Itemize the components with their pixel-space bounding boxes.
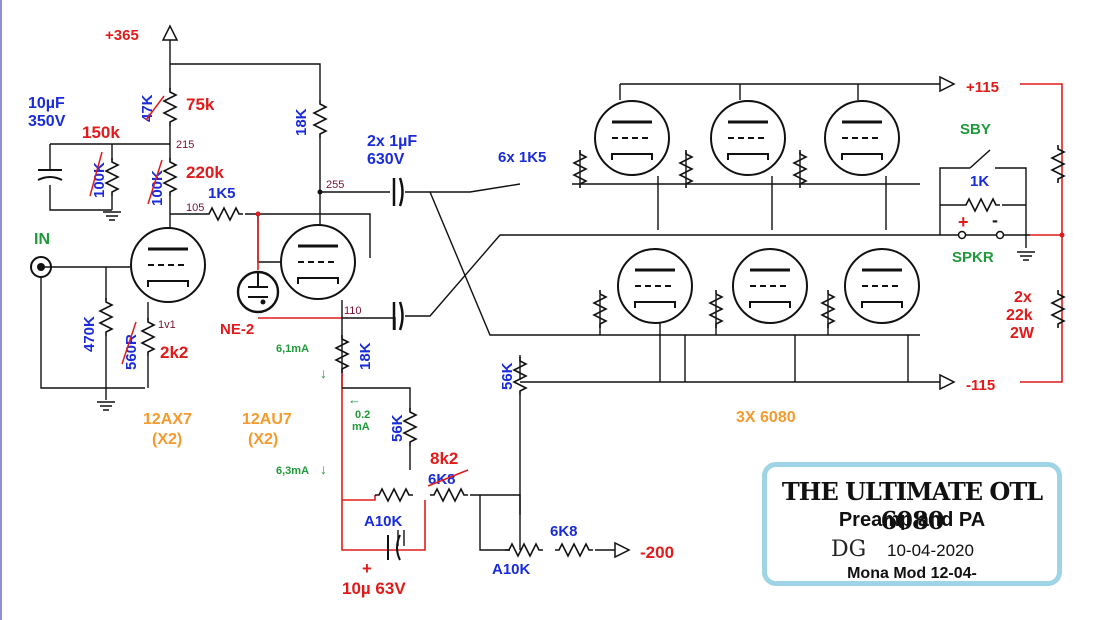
- plate-resistor-12au7: [313, 99, 327, 228]
- current-63-label: 6,3mA: [276, 465, 309, 477]
- pot-a10k-2-label: A10K: [492, 561, 531, 578]
- title-text: THE ULTIMATE OTL 6080: [781, 477, 1043, 535]
- arrow-02: ←: [348, 392, 361, 407]
- r-2k2-label: 2k2: [160, 343, 188, 362]
- r-18k-top-label: 18K: [293, 108, 310, 136]
- subtitle-text: Preamp and PA: [838, 509, 986, 531]
- tube-12ax7-qty-label: (X2): [152, 431, 182, 448]
- r-220k-label: 220k: [186, 163, 224, 182]
- plus-sign-cap: +: [362, 559, 372, 578]
- r-2x-label: 2x: [1014, 289, 1032, 306]
- coupling-caps-label: 2x 1µF: [367, 133, 417, 150]
- cap-voltage-label: 350V: [28, 113, 66, 130]
- node-1v1-label: 1v1: [158, 319, 176, 331]
- pot-a10k-1-label: A10K: [364, 513, 403, 530]
- supply-365-label: +365: [105, 27, 139, 44]
- supply-pos115-label: +115: [966, 79, 999, 96]
- tube-12ax7-label: 12AX7: [143, 411, 192, 428]
- current-02b-label: mA: [352, 421, 370, 433]
- r-560r-old-label: 560R: [123, 334, 140, 370]
- r-100k-old-a-label: 100K: [91, 162, 108, 198]
- arrow-63: ↓: [320, 461, 327, 477]
- r-47k-old-label: 47K: [139, 94, 156, 122]
- r-100k-old-b-label: 100K: [149, 170, 166, 206]
- spkr-label: SPKR: [952, 249, 994, 266]
- spkr-plus-label: +: [958, 212, 969, 232]
- coupling-caps: [392, 177, 1030, 336]
- tube-12au7: [255, 211, 396, 388]
- r-1k-sby-label: 1K: [970, 173, 989, 190]
- tube-12au7-qty-label: (X2): [248, 431, 278, 448]
- date-text: 10-04-2020: [887, 541, 974, 560]
- coupling-voltage-label: 630V: [367, 151, 405, 168]
- r-75k-label: 75k: [186, 95, 215, 114]
- node-255-label: 255: [326, 179, 344, 191]
- grid-resistors-label: 6x 1K5: [498, 149, 546, 166]
- r-6k8-label: 6K8: [550, 523, 578, 540]
- speaker-output: [939, 83, 1065, 383]
- node-110-label: 110: [344, 305, 362, 317]
- initials-text: DG: [831, 537, 867, 562]
- r-8k2-label: 8k2: [430, 449, 458, 468]
- r-470k-label: 470K: [81, 316, 98, 352]
- r-150k-label: 150k: [82, 123, 120, 142]
- input-label: IN: [34, 231, 50, 248]
- mod-text: Mona Mod 12-04-: [847, 565, 977, 582]
- sby-label: SBY: [960, 121, 991, 138]
- r-56k-a-label: 56K: [389, 414, 406, 442]
- spkr-minus-label: -: [992, 210, 998, 230]
- r-6k8-old-label: 6K8: [428, 471, 456, 488]
- interstage-wiring: [170, 189, 390, 258]
- output-tubes-label: 3X 6080: [736, 409, 796, 426]
- current-02a-label: 0.2: [355, 409, 370, 421]
- cap-10u-label: 10µ 63V: [342, 579, 406, 598]
- output-stage: [520, 75, 956, 391]
- arrow-61: ↓: [320, 365, 327, 381]
- node-105-label: 105: [186, 202, 204, 214]
- r-18k-mid-label: 18K: [357, 342, 374, 370]
- current-61-label: 6,1mA: [276, 343, 309, 355]
- bias-network: [335, 334, 631, 561]
- title-box: THE ULTIMATE OTL 6080 Preamp and PA DG 1…: [762, 462, 1062, 586]
- ne2-neon-lamp: [236, 270, 280, 314]
- supply-neg200-label: -200: [640, 543, 674, 562]
- tube-12au7-label: 12AU7: [242, 411, 292, 428]
- tube-12ax7: [30, 226, 207, 411]
- supply-neg115-label: -115: [966, 377, 995, 394]
- node-215-label: 215: [176, 139, 194, 151]
- ne2-label: NE-2: [220, 321, 254, 338]
- r-56k-b-label: 56K: [499, 362, 516, 390]
- r-2w-label: 2W: [1010, 325, 1035, 342]
- r-22k-label: 22k: [1006, 307, 1033, 324]
- r-1k5-label: 1K5: [208, 185, 236, 202]
- supply-rail-365: [37, 24, 321, 228]
- cap-value-label: 10µF: [28, 95, 65, 112]
